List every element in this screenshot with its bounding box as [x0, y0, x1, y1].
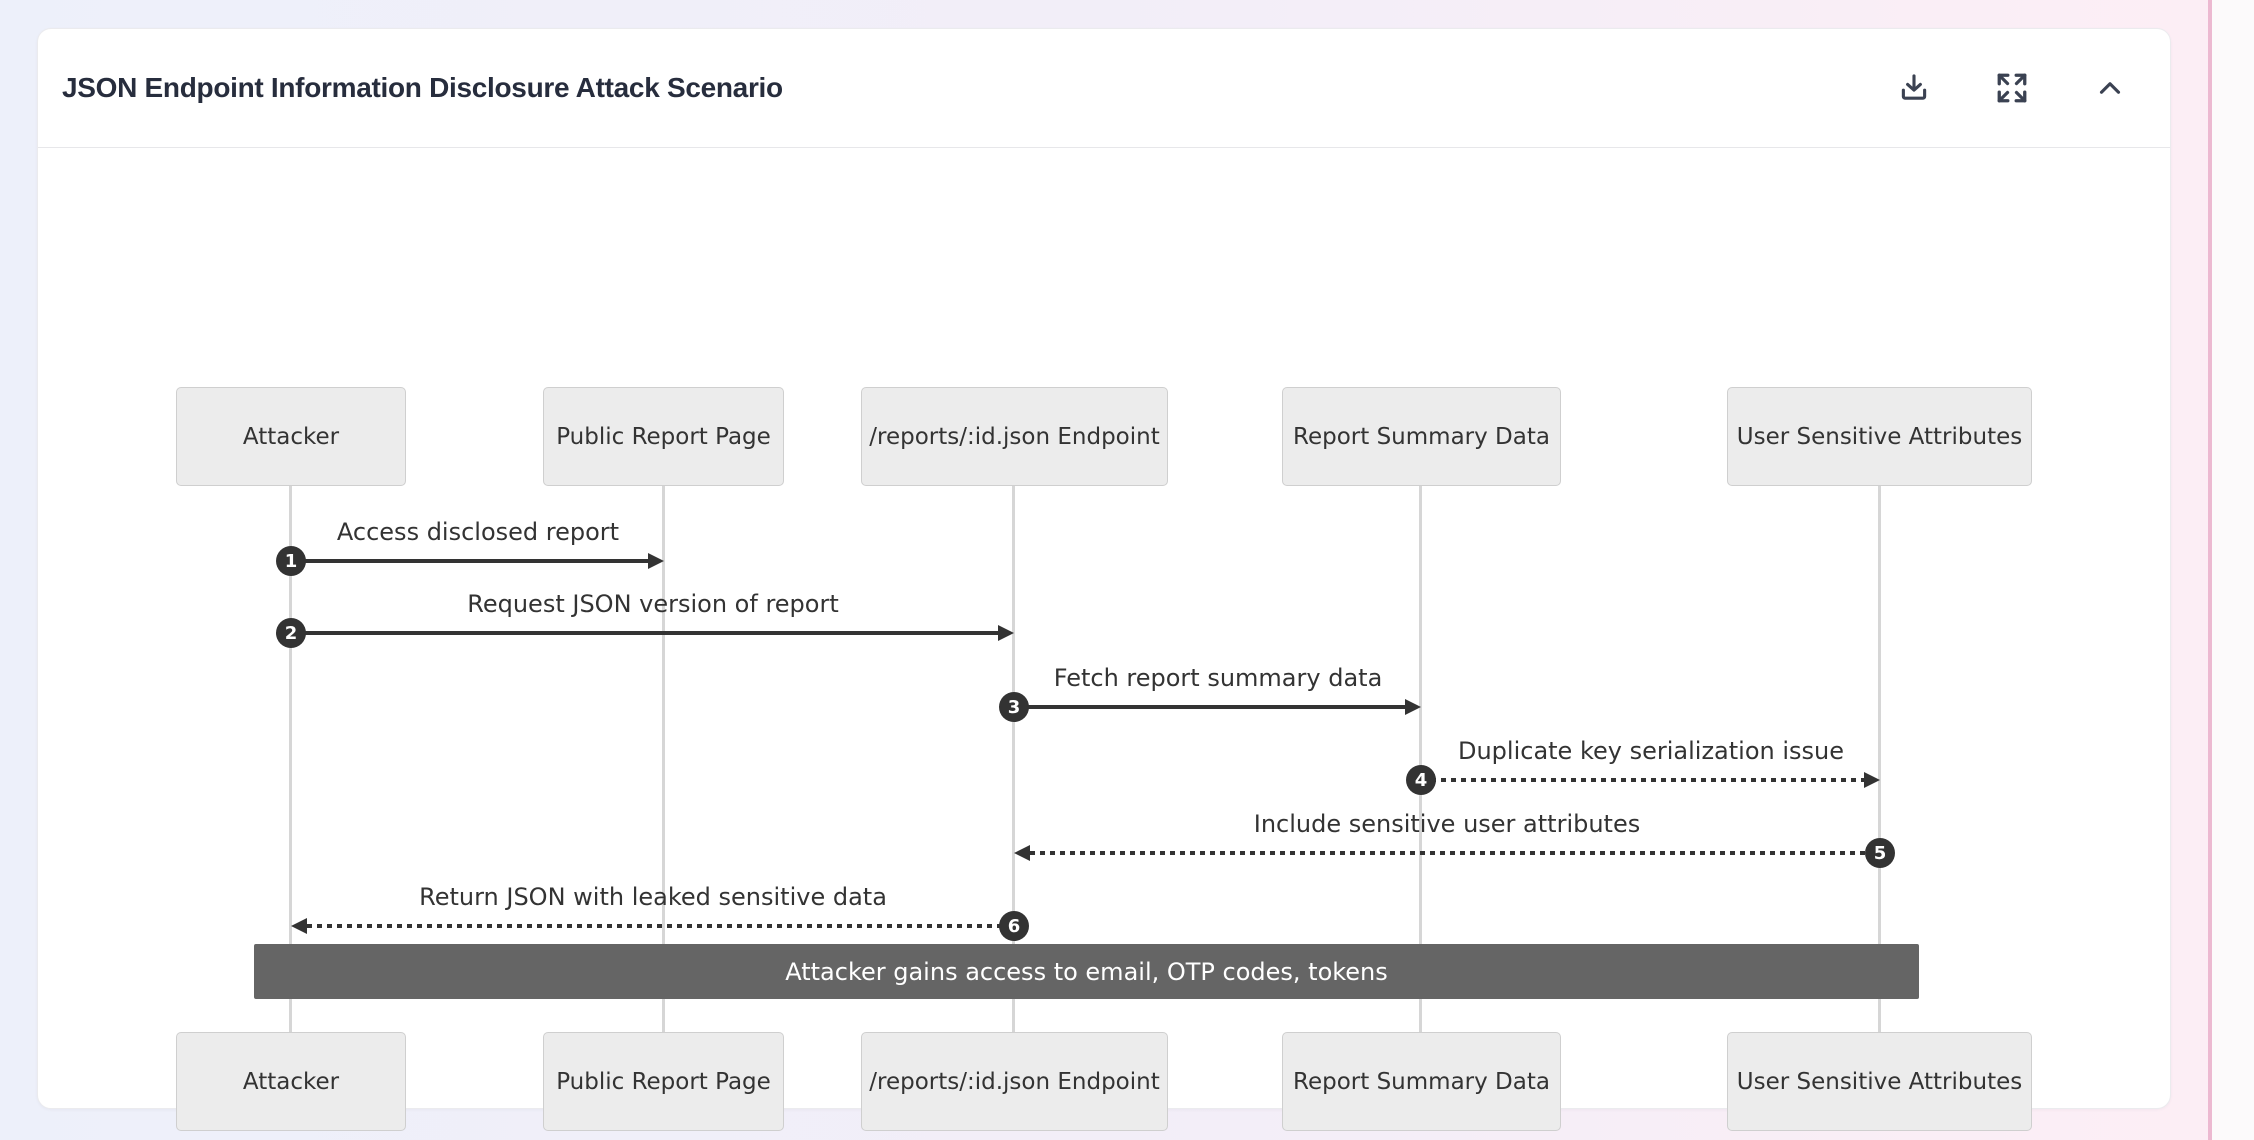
lifeline-report-summary-data: [1419, 486, 1422, 1032]
message-number-badge: 6: [999, 911, 1029, 941]
actor-label: /reports/:id.json Endpoint: [869, 423, 1160, 450]
actor-bottom-report-summary-data: Report Summary Data: [1282, 1032, 1561, 1131]
message-label: Request JSON version of report: [467, 590, 839, 618]
lifeline-user-sensitive-attributes: [1878, 486, 1881, 1032]
scrollbar-track[interactable]: [2208, 0, 2254, 1140]
lifeline-reports-id-json-endpoint: [1012, 486, 1015, 1032]
actor-bottom-reports-id-json-endpoint: /reports/:id.json Endpoint: [861, 1032, 1168, 1131]
actor-top-attacker: Attacker: [176, 387, 406, 486]
message-line: [291, 631, 1001, 635]
actor-label: Attacker: [242, 423, 340, 450]
download-button[interactable]: [1894, 68, 1934, 108]
actor-label: Public Report Page: [556, 423, 771, 450]
actor-label: Report Summary Data: [1293, 423, 1550, 450]
message-line: [1014, 705, 1408, 709]
message-arrowhead: [1405, 699, 1421, 715]
diagram-card: JSON Endpoint Information Disclosure Att…: [37, 28, 2171, 1131]
message-number-badge: 2: [276, 618, 306, 648]
actor-top-report-summary-data: Report Summary Data: [1282, 387, 1561, 486]
collapse-button[interactable]: [2090, 68, 2130, 108]
expand-icon: [1997, 73, 2027, 103]
actor-bottom-attacker: Attacker: [176, 1032, 406, 1131]
message-number-badge: 1: [276, 546, 306, 576]
lifeline-attacker: [289, 486, 292, 1032]
message-label: Duplicate key serialization issue: [1457, 737, 1844, 765]
actor-label: User Sensitive Attributes: [1736, 423, 2023, 450]
actor-label: Report Summary Data: [1293, 1068, 1550, 1095]
card-header: JSON Endpoint Information Disclosure Att…: [38, 29, 2170, 148]
message-arrowhead: [291, 918, 307, 934]
actor-label: /reports/:id.json Endpoint: [869, 1068, 1160, 1095]
lifeline-public-report-page: [662, 486, 665, 1032]
message-arrowhead: [998, 625, 1014, 641]
actor-label: Public Report Page: [556, 1068, 771, 1095]
message-number-badge: 3: [999, 692, 1029, 722]
message-number-badge: 4: [1406, 765, 1436, 795]
message-number-badge: 5: [1865, 838, 1895, 868]
fullscreen-button[interactable]: [1992, 68, 2032, 108]
message-arrowhead: [1014, 845, 1030, 861]
actor-label: User Sensitive Attributes: [1736, 1068, 2023, 1095]
message-label: Fetch report summary data: [1053, 664, 1383, 692]
actor-label: Attacker: [242, 1068, 340, 1095]
message-line: [1030, 851, 1880, 855]
actor-top-public-report-page: Public Report Page: [543, 387, 784, 486]
message-label: Include sensitive user attributes: [1253, 810, 1641, 838]
actor-top-user-sensitive-attributes: User Sensitive Attributes: [1727, 387, 2032, 486]
header-actions: [1894, 68, 2130, 108]
note-text: Attacker gains access to email, OTP code…: [785, 957, 1388, 986]
actor-bottom-public-report-page: Public Report Page: [543, 1032, 784, 1131]
actor-top-reports-id-json-endpoint: /reports/:id.json Endpoint: [861, 387, 1168, 486]
message-label: Access disclosed report: [336, 518, 620, 546]
message-arrowhead: [648, 553, 664, 569]
sequence-diagram: Attacker Public Report Page /reports/:id…: [38, 149, 2170, 1131]
chevron-up-icon: [2099, 82, 2121, 94]
actor-bottom-user-sensitive-attributes: User Sensitive Attributes: [1727, 1032, 2032, 1131]
note-banner: Attacker gains access to email, OTP code…: [254, 944, 1919, 999]
download-icon: [1901, 74, 1927, 100]
message-arrowhead: [1864, 772, 1880, 788]
message-label: Return JSON with leaked sensitive data: [419, 883, 887, 911]
page-title: JSON Endpoint Information Disclosure Att…: [62, 72, 783, 103]
message-line: [307, 924, 1014, 928]
message-line: [291, 559, 651, 563]
message-line: [1421, 778, 1865, 782]
